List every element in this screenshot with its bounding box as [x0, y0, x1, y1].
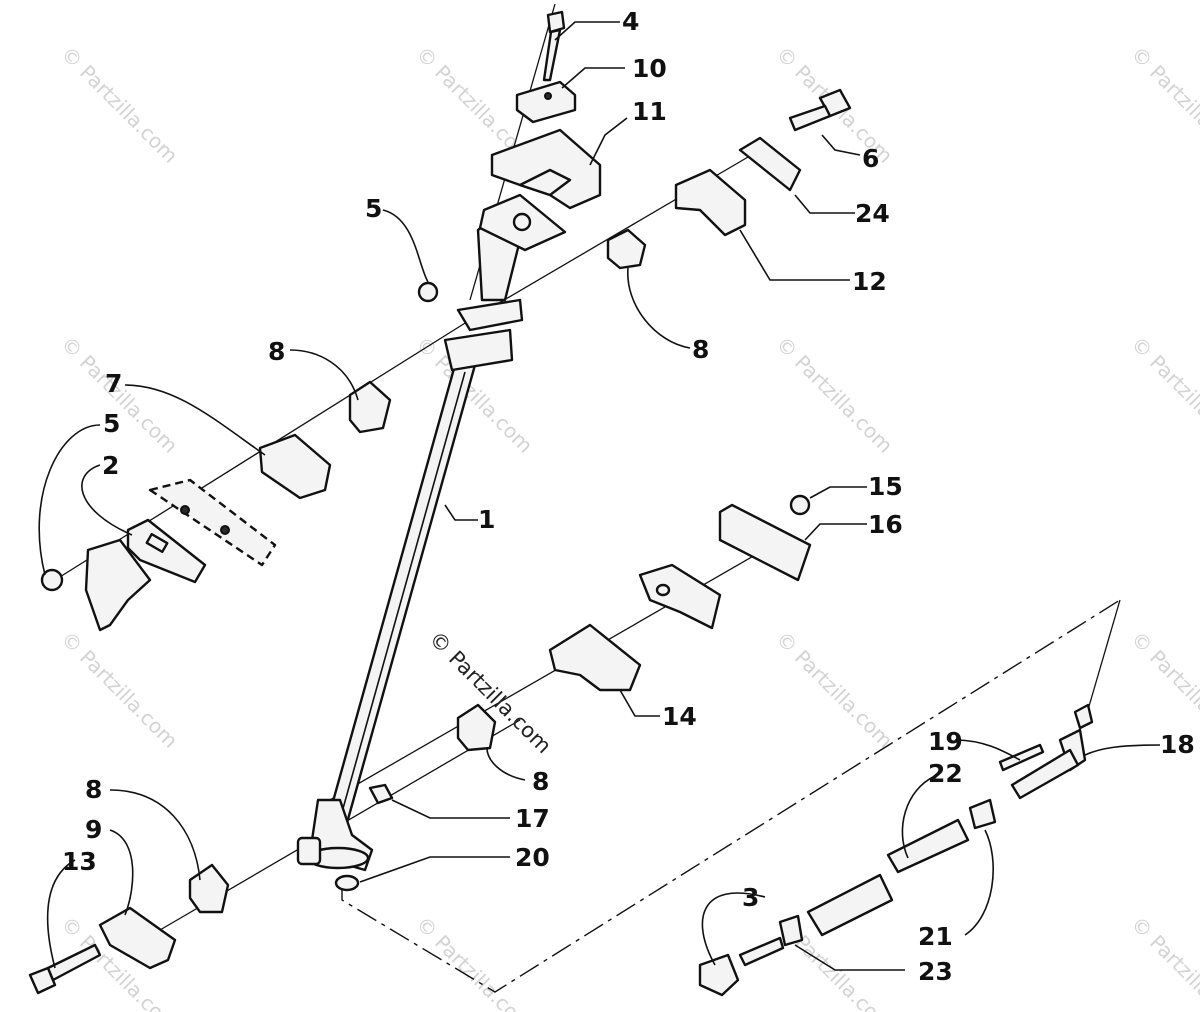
tie-rod-assembly	[698, 703, 1094, 997]
watermark-tile: © Partzilla.com	[56, 42, 182, 168]
callout-label: 7	[105, 369, 122, 398]
callout-labels: 1 2 3 4 5 5 6 7 8 8 8 8 9 10 11 12 13 14…	[62, 7, 1195, 986]
callout-label: 17	[515, 804, 550, 833]
callout-label: 20	[515, 843, 550, 872]
upper-nut	[417, 281, 439, 303]
callout-label: 3	[742, 883, 759, 912]
upper-clamp-cap	[515, 80, 577, 124]
lower-right-nut	[789, 494, 811, 516]
callout-label: 10	[632, 54, 667, 83]
right-bolt	[788, 88, 852, 132]
left-bracket	[126, 518, 207, 584]
callout-label: 8	[532, 767, 549, 796]
post-washer	[334, 874, 360, 892]
post-nut	[368, 783, 394, 805]
left-tube-section	[148, 478, 277, 567]
upper-clamp-block	[490, 128, 602, 210]
bottom-bushing	[188, 863, 230, 914]
callout-label: 6	[862, 144, 879, 173]
callout-label: 24	[855, 199, 890, 228]
callout-label: 16	[868, 510, 903, 539]
assembly-axis-lines	[54, 3, 1121, 931]
callout-label: 14	[662, 702, 697, 731]
callout-label: 21	[918, 922, 953, 951]
watermark-tile: © Partzilla.com	[411, 912, 537, 1012]
callout-label: 2	[102, 451, 119, 480]
callout-label: 23	[918, 957, 953, 986]
left-clamp-block	[258, 433, 332, 500]
callout-label: 8	[268, 337, 285, 366]
left-nut	[40, 568, 64, 592]
left-mount	[84, 538, 152, 632]
callout-label: 12	[852, 267, 887, 296]
right-clamp-block	[674, 168, 747, 237]
watermark-tile: © Partzilla.com	[771, 627, 897, 753]
callout-label: 8	[692, 335, 709, 364]
watermark-tile: © Partzilla.com	[1126, 42, 1200, 168]
callout-label: 22	[928, 759, 963, 788]
bottom-bolt	[28, 943, 102, 995]
lower-right-plate	[718, 503, 812, 582]
callout-label: 5	[365, 194, 382, 223]
callout-label: 15	[868, 472, 903, 501]
bottom-clamp-cap	[98, 906, 177, 970]
watermark-tile: © Partzilla.com	[1126, 332, 1200, 458]
steering-post	[296, 193, 567, 872]
callout-label: 19	[928, 727, 963, 756]
lower-bracket-plate	[638, 563, 722, 630]
callout-label: 11	[632, 97, 667, 126]
right-plate	[738, 136, 802, 192]
leader-lines	[38, 21, 1161, 971]
callout-label: 9	[85, 815, 102, 844]
watermark-tile: © Partzilla.com	[771, 332, 897, 458]
callout-label: 13	[62, 847, 97, 876]
callout-label: 1	[478, 505, 495, 534]
watermark-tile: © Partzilla.com	[56, 627, 182, 753]
callout-label: 8	[85, 775, 102, 804]
callout-label: 4	[622, 7, 639, 36]
watermark-tile: © Partzilla.com	[1126, 912, 1200, 1012]
upper-bolt	[542, 10, 566, 82]
callout-label: 18	[1160, 730, 1195, 759]
callout-label: 5	[103, 409, 120, 438]
right-bushing	[606, 228, 647, 270]
lower-clamp-block	[548, 623, 642, 692]
lower-bushing	[456, 703, 497, 752]
left-bushing	[348, 380, 392, 434]
